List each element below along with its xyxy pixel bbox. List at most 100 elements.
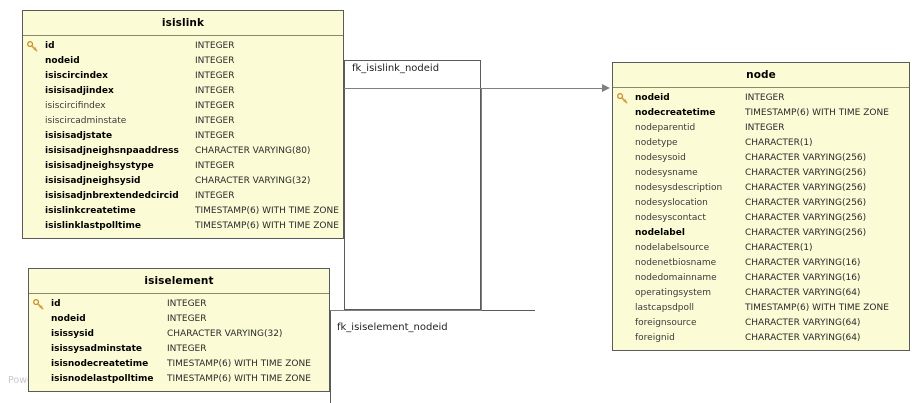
field-type: INTEGER bbox=[745, 123, 785, 133]
entity-field-row: id INTEGER bbox=[29, 297, 329, 312]
field-type: INTEGER bbox=[195, 86, 235, 96]
entity-field-row: isisisadjneighsysid CHARACTER VARYING(32) bbox=[23, 174, 343, 189]
field-name: nodeid bbox=[635, 93, 670, 103]
entity-field-row: nodelabelsource CHARACTER(1) bbox=[613, 241, 909, 256]
connector-arrow-isislink bbox=[602, 84, 610, 92]
entity-field-row: nodesyscontact CHARACTER VARYING(256) bbox=[613, 211, 909, 226]
entity-field-row: isisisadjneighsystype INTEGER bbox=[23, 159, 343, 174]
field-name: isissysid bbox=[51, 329, 94, 339]
field-type: INTEGER bbox=[195, 101, 235, 111]
entity-field-row: foreignid CHARACTER VARYING(64) bbox=[613, 331, 909, 346]
field-type: CHARACTER VARYING(32) bbox=[167, 329, 283, 339]
field-type: INTEGER bbox=[195, 131, 235, 141]
field-type: TIMESTAMP(6) WITH TIME ZONE bbox=[167, 374, 311, 384]
field-name: isislinkcreatetime bbox=[45, 206, 136, 216]
field-name: isiscircadminstate bbox=[45, 116, 127, 126]
field-type: INTEGER bbox=[195, 116, 235, 126]
field-type: TIMESTAMP(6) WITH TIME ZONE bbox=[195, 221, 339, 231]
field-name: isiscircindex bbox=[45, 71, 108, 81]
field-name: nodesyscontact bbox=[635, 213, 706, 223]
field-name: operatingsystem bbox=[635, 288, 711, 298]
field-type: CHARACTER VARYING(256) bbox=[745, 168, 867, 178]
field-name: nodecreatetime bbox=[635, 108, 716, 118]
field-type: TIMESTAMP(6) WITH TIME ZONE bbox=[745, 303, 889, 313]
field-type: CHARACTER VARYING(16) bbox=[745, 258, 861, 268]
relationship-label-fk-isiselement-nodeid: fk_isiselement_nodeid bbox=[337, 322, 448, 333]
field-name: isisisadjstate bbox=[45, 131, 113, 141]
field-type: CHARACTER(1) bbox=[745, 138, 813, 148]
entity-field-row: isisnodecreatetime TIMESTAMP(6) WITH TIME… bbox=[29, 357, 329, 372]
field-name: isisnodecreatetime bbox=[51, 359, 149, 369]
field-type: CHARACTER VARYING(256) bbox=[745, 213, 867, 223]
relationship-callout-box-bottom bbox=[330, 310, 535, 403]
field-type: INTEGER bbox=[167, 314, 207, 324]
field-name: isislinklastpolltime bbox=[45, 221, 141, 231]
field-type: TIMESTAMP(6) WITH TIME ZONE bbox=[167, 359, 311, 369]
connector-isiselement-riser bbox=[481, 88, 482, 311]
field-name: nodesysoid bbox=[635, 153, 686, 163]
primary-key-icon bbox=[29, 299, 47, 310]
entity-field-row: isisnodelastpolltime TIMESTAMP(6) WITH TI… bbox=[29, 372, 329, 387]
field-name: nodeparentid bbox=[635, 123, 696, 133]
field-name: isisisadjneighsysid bbox=[45, 176, 141, 186]
field-name: isisisadjneighsystype bbox=[45, 161, 154, 171]
entity-field-row: isiscircadminstate INTEGER bbox=[23, 114, 343, 129]
entity-field-row: nodeid INTEGER bbox=[613, 91, 909, 106]
field-type: TIMESTAMP(6) WITH TIME ZONE bbox=[745, 108, 889, 118]
entity-field-row: isissysid CHARACTER VARYING(32) bbox=[29, 327, 329, 342]
field-type: INTEGER bbox=[167, 299, 207, 309]
field-type: CHARACTER VARYING(32) bbox=[195, 176, 311, 186]
field-name: foreignsource bbox=[635, 318, 697, 328]
field-name: isisnodelastpolltime bbox=[51, 374, 154, 384]
entity-field-row: isisisadjstate INTEGER bbox=[23, 129, 343, 144]
primary-key-icon bbox=[613, 93, 631, 104]
field-type: CHARACTER VARYING(256) bbox=[745, 198, 867, 208]
entity-title-isislink: isislink bbox=[23, 11, 343, 36]
connector-isislink-to-node bbox=[344, 88, 604, 89]
field-name: isisisadjneighsnpaaddress bbox=[45, 146, 179, 156]
field-type: INTEGER bbox=[195, 56, 235, 66]
entity-field-row: isislinklastpolltime TIMESTAMP(6) WITH TI… bbox=[23, 219, 343, 234]
field-type: CHARACTER VARYING(256) bbox=[745, 153, 867, 163]
field-type: TIMESTAMP(6) WITH TIME ZONE bbox=[195, 206, 339, 216]
field-type: CHARACTER VARYING(64) bbox=[745, 333, 861, 343]
field-type: INTEGER bbox=[195, 41, 235, 51]
entity-field-row: id INTEGER bbox=[23, 39, 343, 54]
entity-field-row: lastcapsdpoll TIMESTAMP(6) WITH TIME ZONE bbox=[613, 301, 909, 316]
relationship-label-fk-isislink-nodeid: fk_isislink_nodeid bbox=[352, 63, 440, 74]
field-type: INTEGER bbox=[745, 93, 785, 103]
field-name: nodelabel bbox=[635, 228, 685, 238]
entity-title-node: node bbox=[613, 63, 909, 88]
field-name: foreignid bbox=[635, 333, 675, 343]
entity-title-isiselement: isiselement bbox=[29, 269, 329, 294]
entity-field-row: nodesysname CHARACTER VARYING(256) bbox=[613, 166, 909, 181]
entity-field-row: nodelabel CHARACTER VARYING(256) bbox=[613, 226, 909, 241]
entity-field-row: nodesysoid CHARACTER VARYING(256) bbox=[613, 151, 909, 166]
field-name: nodelabelsource bbox=[635, 243, 710, 253]
field-name: isissysadminstate bbox=[51, 344, 142, 354]
field-name: lastcapsdpoll bbox=[635, 303, 695, 313]
field-name: id bbox=[51, 299, 61, 309]
field-type: CHARACTER(1) bbox=[745, 243, 813, 253]
field-name: nodeid bbox=[45, 56, 80, 66]
field-name: id bbox=[45, 41, 55, 51]
field-name: nodesysname bbox=[635, 168, 698, 178]
field-type: INTEGER bbox=[195, 161, 235, 171]
field-type: CHARACTER VARYING(256) bbox=[745, 228, 867, 238]
